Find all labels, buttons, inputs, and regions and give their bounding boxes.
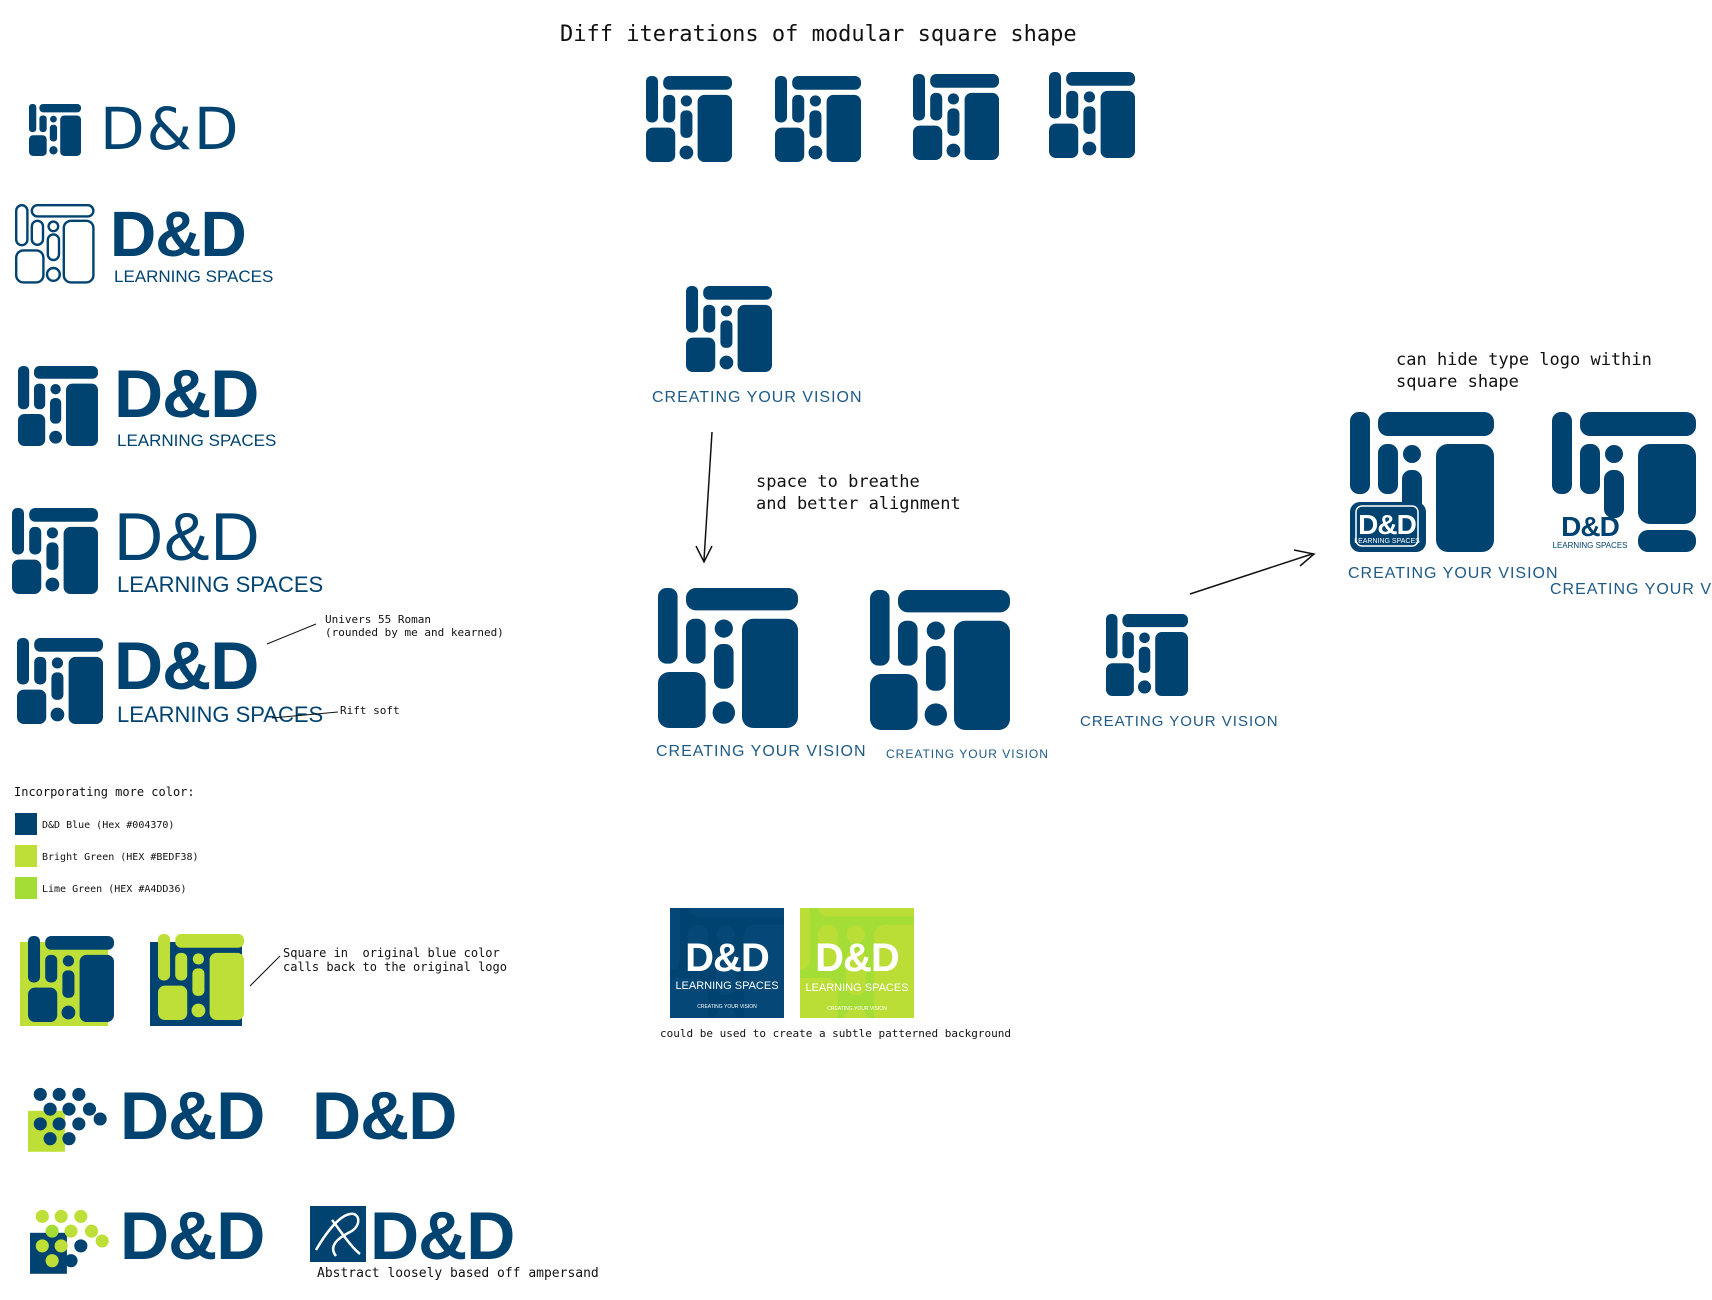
univers-label: Univers 55 Roman (325, 613, 431, 626)
breathe-note: and better alignment (756, 494, 961, 514)
modular-square-logo-icon (912, 74, 1000, 160)
modular-square-logo-icon (154, 934, 248, 1020)
logo-with-hidden-type-icon: D&D LEARNING SPACES (1350, 412, 1494, 552)
modular-square-logo-icon (774, 76, 862, 162)
swatch-blue (15, 813, 37, 835)
tile-wordmark-sub: LEARNING SPACES (675, 980, 779, 992)
green-pattern-tile: D&D LEARNING SPACES CREATING YOUR VISION (800, 908, 914, 1018)
logo-with-hidden-type-icon: D&D LEARNING SPACES (1552, 412, 1696, 552)
arrow-down-icon (695, 431, 713, 564)
hidden-wordmark-main: D&D (1561, 511, 1619, 542)
abstract-note: Abstract loosely based off ampersand (317, 1266, 599, 1281)
blue-pattern-tile: D&D LEARNING SPACES CREATING YOUR VISION (670, 908, 784, 1018)
swatch-lime-green (15, 877, 37, 899)
outline-square-logo-icon (14, 204, 96, 284)
dot-pattern-logo-icon (30, 1208, 112, 1274)
rift-label: Rift soft (340, 704, 400, 717)
pattern-note: could be used to create a subtle pattern… (660, 1027, 1011, 1040)
color-heading: Incorporating more color: (14, 785, 195, 799)
wordmark-main: D&D (312, 1078, 457, 1154)
swatch-label: D&D Blue (Hex #004370) (42, 820, 175, 831)
wordmark-sub: LEARNING SPACES (117, 702, 324, 727)
modular-square-logo-icon (645, 76, 733, 162)
modular-square-logo-icon (1104, 614, 1190, 696)
tagline: CREATING YOUR VISION (1550, 581, 1712, 598)
wordmark-main: D&D (114, 628, 259, 704)
wordmark-main: D&D (120, 1198, 265, 1274)
tagline: CREATING YOUR VISION (652, 389, 863, 406)
modular-square-logo-icon (685, 286, 773, 372)
hide-note: square shape (1396, 372, 1519, 392)
tagline: CREATING YOUR VISION (886, 747, 1049, 761)
wordmark-main: D&D (114, 499, 261, 575)
modular-square-logo-icon (18, 366, 98, 446)
square-note: Square in original blue color (283, 946, 500, 960)
breathe-note: space to breathe (756, 472, 920, 492)
modular-square-logo-icon (1048, 72, 1136, 158)
annotation-lines (266, 623, 339, 719)
page-title: Diff iterations of modular square shape (560, 22, 1077, 47)
tile-wordmark-sub: LEARNING SPACES (805, 982, 909, 994)
square-note: calls back to the original logo (283, 960, 507, 974)
wordmark-thin: D&D (100, 95, 241, 163)
modular-square-logo-icon (656, 588, 800, 728)
tagline: CREATING YOUR VISION (1348, 565, 1559, 582)
modular-square-logo-icon (24, 936, 118, 1022)
dot-pattern-logo-icon (28, 1086, 110, 1152)
tile-tagline: CREATING YOUR VISION (827, 1006, 887, 1012)
tagline: CREATING YOUR VISION (1080, 713, 1279, 730)
modular-square-logo-icon (16, 638, 104, 724)
tile-tagline: CREATING YOUR VISION (697, 1004, 757, 1010)
wordmark-main: D&D (110, 198, 247, 270)
hide-note: can hide type logo within (1396, 350, 1652, 370)
hidden-wordmark-sub: LEARNING SPACES (1553, 541, 1628, 550)
wordmark-sub: LEARNING SPACES (117, 572, 324, 597)
wordmark-sub: LEARNING SPACES (114, 267, 274, 286)
swatch-label: Bright Green (HEX #BEDF38) (42, 852, 199, 863)
wordmark-main: D&D (114, 356, 259, 432)
swatch-bright-green (15, 845, 37, 867)
tagline: CREATING YOUR VISION (656, 743, 867, 760)
swatch-label: Lime Green (HEX #A4DD36) (42, 884, 187, 895)
wordmark-main: D&D (370, 1198, 515, 1274)
modular-square-logo-icon (868, 590, 1012, 730)
arrow-right-icon (1189, 549, 1316, 595)
hidden-wordmark-main: D&D (1358, 509, 1416, 540)
hidden-wordmark-sub: LEARNING SPACES (1354, 538, 1420, 545)
wordmark-main: D&D (120, 1078, 265, 1154)
abstract-ampersand-icon (310, 1206, 366, 1262)
annotation-line (249, 955, 281, 987)
tile-wordmark-main: D&D (815, 936, 900, 980)
wordmark-sub: LEARNING SPACES (117, 431, 277, 450)
univers-note: (rounded by me and kearned) (325, 626, 504, 639)
tile-wordmark-main: D&D (685, 936, 770, 980)
modular-square-logo-icon (12, 508, 98, 594)
modular-square-logo-icon (28, 104, 82, 156)
